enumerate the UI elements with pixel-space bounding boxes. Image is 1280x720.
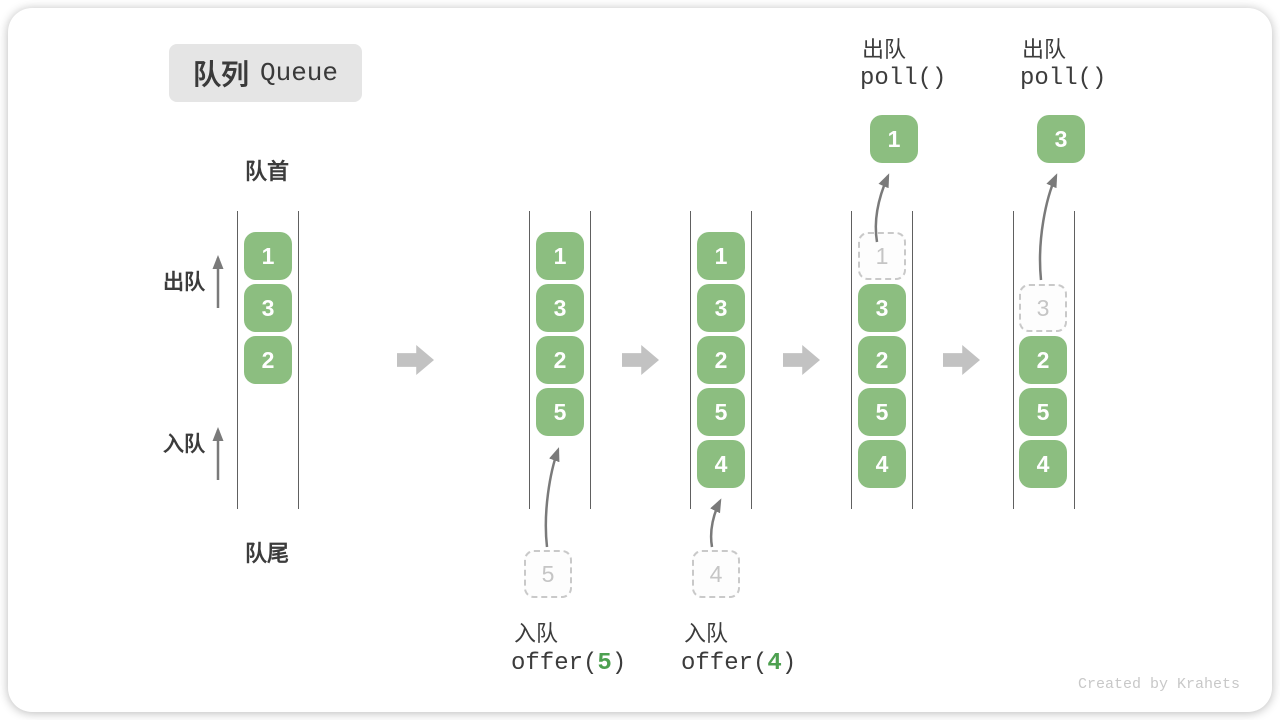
label-queue-rear: 队尾 <box>245 541 290 566</box>
code-arg: 5 <box>597 650 612 677</box>
label-dequeue-side: 出队 <box>163 271 205 294</box>
queue-item: 5 <box>536 388 584 436</box>
queue-item-removed: 3 <box>1019 284 1067 332</box>
queue-rails-4 <box>851 211 913 509</box>
queue-item: 3 <box>536 284 584 332</box>
dequeued-item: 3 <box>1037 115 1085 163</box>
queue-item: 5 <box>1019 388 1067 436</box>
watermark: Created by Krahets <box>1078 676 1241 693</box>
queue-item: 4 <box>697 440 745 488</box>
enqueue-op-code: offer(5) <box>511 650 626 677</box>
queue-item: 4 <box>858 440 906 488</box>
enqueue-op-code: offer(4) <box>681 650 796 677</box>
title-badge: 队列 Queue <box>169 44 362 102</box>
title-en: Queue <box>260 58 339 88</box>
queue-item: 5 <box>858 388 906 436</box>
queue-item: 2 <box>697 336 745 384</box>
dequeue-op-label: 出队 <box>862 37 907 62</box>
enqueue-op-label: 入队 <box>684 621 729 646</box>
queue-item: 3 <box>244 284 292 332</box>
queue-item: 2 <box>244 336 292 384</box>
queue-rails-1 <box>237 211 299 509</box>
queue-rails-2 <box>529 211 591 509</box>
queue-item: 2 <box>536 336 584 384</box>
label-queue-front: 队首 <box>245 159 290 184</box>
queue-rails-3 <box>690 211 752 509</box>
queue-item: 3 <box>697 284 745 332</box>
queue-item: 1 <box>536 232 584 280</box>
code-text: ) <box>611 650 627 677</box>
queue-item-removed: 1 <box>858 232 906 280</box>
queue-item: 1 <box>244 232 292 280</box>
queue-item: 4 <box>1019 440 1067 488</box>
dequeue-op-code: poll() <box>860 65 947 92</box>
queue-item: 3 <box>858 284 906 332</box>
dequeue-op-code: poll() <box>1020 65 1107 92</box>
code-text: ) <box>781 650 797 677</box>
dequeued-item: 1 <box>870 115 918 163</box>
title-zh: 队列 <box>192 59 249 90</box>
queue-item: 1 <box>697 232 745 280</box>
label-enqueue-side: 入队 <box>163 433 205 456</box>
queue-rails-5 <box>1013 211 1075 509</box>
code-text: offer( <box>511 650 598 677</box>
dequeue-op-label: 出队 <box>1022 37 1067 62</box>
code-text: offer( <box>681 650 768 677</box>
enqueue-pending-item: 4 <box>692 550 740 598</box>
queue-item: 5 <box>697 388 745 436</box>
queue-item: 2 <box>858 336 906 384</box>
queue-item: 2 <box>1019 336 1067 384</box>
enqueue-pending-item: 5 <box>524 550 572 598</box>
code-arg: 4 <box>767 650 782 677</box>
enqueue-op-label: 入队 <box>514 621 559 646</box>
